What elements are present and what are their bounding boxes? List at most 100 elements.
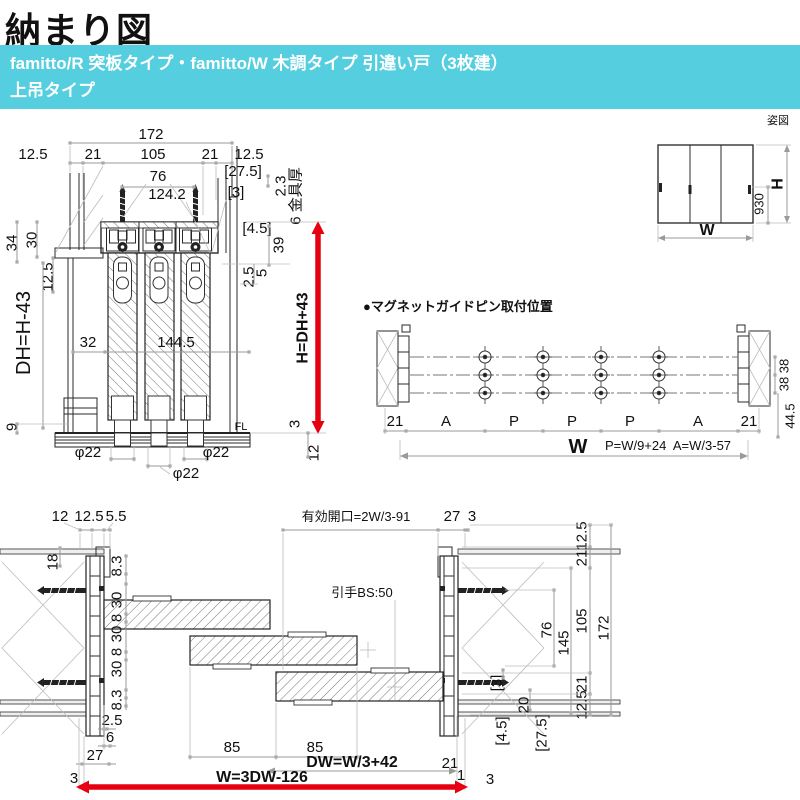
dim-a: A [441, 413, 451, 430]
dim-12b: 12 [306, 445, 323, 462]
dim-phi22-right: φ22 [203, 444, 229, 461]
dim-85: 85 [224, 739, 241, 756]
dim-172: 172 [596, 615, 613, 640]
dim-2-5: 2.5 [241, 267, 258, 288]
dim-12-5: 12.5 [234, 146, 263, 163]
dim-21: 21 [574, 676, 591, 693]
dim-8: 8 [109, 614, 126, 622]
dim-w-total: W=3DW-126 [216, 769, 308, 786]
dim-21: 21 [85, 146, 102, 163]
dim-kanagu: 6 金具厚 [288, 167, 305, 225]
dim-20: 20 [516, 697, 533, 714]
dim-30: 30 [109, 626, 126, 643]
dim-30: 30 [109, 661, 126, 678]
fl-label: FL [235, 421, 248, 433]
dim-18: 18 [45, 554, 62, 571]
dim-930: 930 [752, 193, 767, 215]
magnet-formula: P=W/9+24 A=W/3-57 [605, 438, 731, 453]
dim-4-5: [4.5] [242, 220, 271, 237]
elevation-panel-outline [657, 144, 754, 224]
screw [458, 586, 509, 595]
dim-b27-5: [27.5] [534, 714, 551, 752]
dim-21: 21 [442, 755, 459, 772]
track-assembly [100, 184, 219, 254]
vsec-dimensions: 172 12.5 21 105 21 12.5 76 [4, 126, 326, 482]
dim-38: 38 [777, 359, 792, 373]
dim-34: 34 [4, 235, 21, 252]
magnet-pin-diagram: ●マグネットガイドピン取付位置 [363, 299, 798, 460]
dim-76: 76 [539, 622, 556, 639]
screw [37, 678, 86, 687]
dim-3: 3 [70, 770, 78, 787]
dim-2-5: 2.5 [102, 712, 123, 729]
dim-38: 38 [777, 377, 792, 391]
dim-44-5: 44.5 [783, 403, 798, 428]
dim-8-3: 8.3 [109, 556, 126, 577]
dim-30: 30 [24, 232, 41, 249]
screw [37, 586, 86, 595]
dim-27-5: [27.5] [224, 163, 262, 180]
dim-phi22-left: φ22 [75, 444, 101, 461]
dim-12-5: 12.5 [18, 146, 47, 163]
dim-opening: 有効開口=2W/3-91 [302, 509, 411, 524]
height-arrow [245, 221, 326, 434]
page-title: 納まり図 [5, 10, 154, 51]
dim-12: 12 [52, 508, 69, 525]
dim-9: 9 [4, 423, 21, 431]
plan-right-dims: 12.5 21 105 21 12.5 172 145 76 [3] 20 [462, 521, 613, 752]
dim-21: 21 [574, 550, 591, 567]
plan-top-dims: 12 12.5 5.5 有効開口=2W/3-91 27 3 [52, 508, 476, 670]
header-line1: famitto/R 突板タイプ・famitto/W 木調タイプ 引違い戸（3枚建… [10, 54, 508, 73]
hanger-roller [179, 227, 212, 252]
screw [118, 184, 127, 222]
dim-5: 5 [254, 269, 271, 277]
dim-145: 145 [556, 630, 573, 655]
dim-76: 76 [150, 168, 167, 185]
plan-right-jamb [439, 555, 509, 737]
handle-mark [748, 185, 751, 194]
dim-3: [3] [228, 184, 245, 201]
dim-8: 8 [109, 648, 126, 656]
dim-12-5: 12.5 [40, 262, 57, 291]
door-leaf-plan [189, 631, 358, 670]
dim-p: P [509, 413, 519, 430]
dim-2-3: 2.3 [273, 176, 290, 197]
dim-dh: DH=H-43 [13, 291, 35, 375]
header-band: famitto/R 突板タイプ・famitto/W 木調タイプ 引違い戸（3枚建… [0, 45, 800, 109]
dim-85: 85 [307, 739, 324, 756]
handle-mark [688, 185, 692, 194]
dim-h: H [770, 178, 787, 190]
plan-section-drawing: 引手BS:50 12 12.5 5.5 有効開口=2W/3-91 27 [0, 508, 621, 794]
door-leaf [107, 252, 138, 434]
left-wall [54, 173, 104, 434]
guide-pins [476, 346, 668, 404]
dim-172: 172 [138, 126, 163, 143]
dim-3: 3 [468, 508, 476, 525]
dim-27: 27 [444, 508, 461, 525]
magnet-right-jamb [736, 324, 771, 407]
dim-124-2: 124.2 [148, 186, 186, 203]
hanger-roller [106, 227, 139, 252]
dim-32: 32 [80, 334, 97, 351]
door-leaf-plan [275, 667, 444, 706]
dim-21: 21 [741, 413, 758, 430]
dim-3: 3 [486, 771, 494, 788]
dim-b3: [3] [489, 675, 506, 692]
handle-label: 引手BS:50 [331, 585, 392, 600]
dim-w: W [569, 436, 588, 458]
elevation-caption: 姿図 [767, 114, 789, 127]
dim-6: 6 [106, 729, 114, 746]
plan-left-dims: 18 8.3 30 8 30 8 30 8.3 2.5 6 [45, 546, 128, 790]
magnet-diagram-title: ●マグネットガイドピン取付位置 [363, 299, 553, 314]
elevation-figure: 姿図 W H 930 [657, 114, 791, 242]
dim-phi22-center: φ22 [173, 465, 199, 482]
dim-21: 21 [202, 146, 219, 163]
screw [458, 678, 509, 687]
dim-27: 27 [87, 747, 104, 764]
magnet-left-jamb [376, 324, 411, 407]
dim-144-5: 144.5 [157, 334, 195, 351]
floor [54, 432, 251, 448]
dim-21: 21 [387, 413, 404, 430]
